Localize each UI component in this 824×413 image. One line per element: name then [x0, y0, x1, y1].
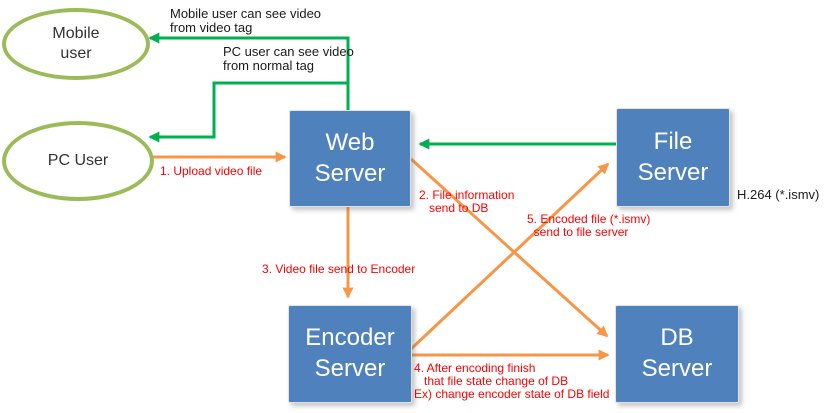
actor-mobile-user: Mobile user [2, 8, 150, 80]
server-db: DB Server [615, 305, 739, 403]
annotation-h264-format: H.264 (*.ismv) [737, 187, 820, 202]
annotation-step1-upload-video: 1. Upload video file [160, 164, 263, 178]
annotation-step2-file-info-to-db: 2. File information send to DB [419, 188, 515, 216]
arrow-web-to-mobile-user [148, 32, 350, 112]
annotation-pc-normal-tag: PC user can see video from normal tag [223, 44, 354, 74]
arrow-web-to-pc-user [148, 81, 348, 143]
arrow-web-server-to-db-server [409, 157, 609, 338]
actor-pc-user: PC User [2, 121, 154, 201]
server-file: File Server [616, 108, 730, 207]
annotation-step4-encoding-finish: 4. After encoding finish that file state… [414, 361, 610, 402]
annotation-step3-video-to-encoder: 3. Video file send to Encoder [262, 262, 416, 276]
annotation-step5-encoded-file: 5. Encoded file (*.ismv) send to file se… [527, 212, 651, 240]
annotation-mobile-video-tag: Mobile user can see video from video tag [170, 6, 322, 36]
arrow-encoder-server-to-file-server [409, 162, 610, 351]
server-web: Web Server [289, 110, 411, 207]
server-encoder: Encoder Server [288, 305, 412, 403]
